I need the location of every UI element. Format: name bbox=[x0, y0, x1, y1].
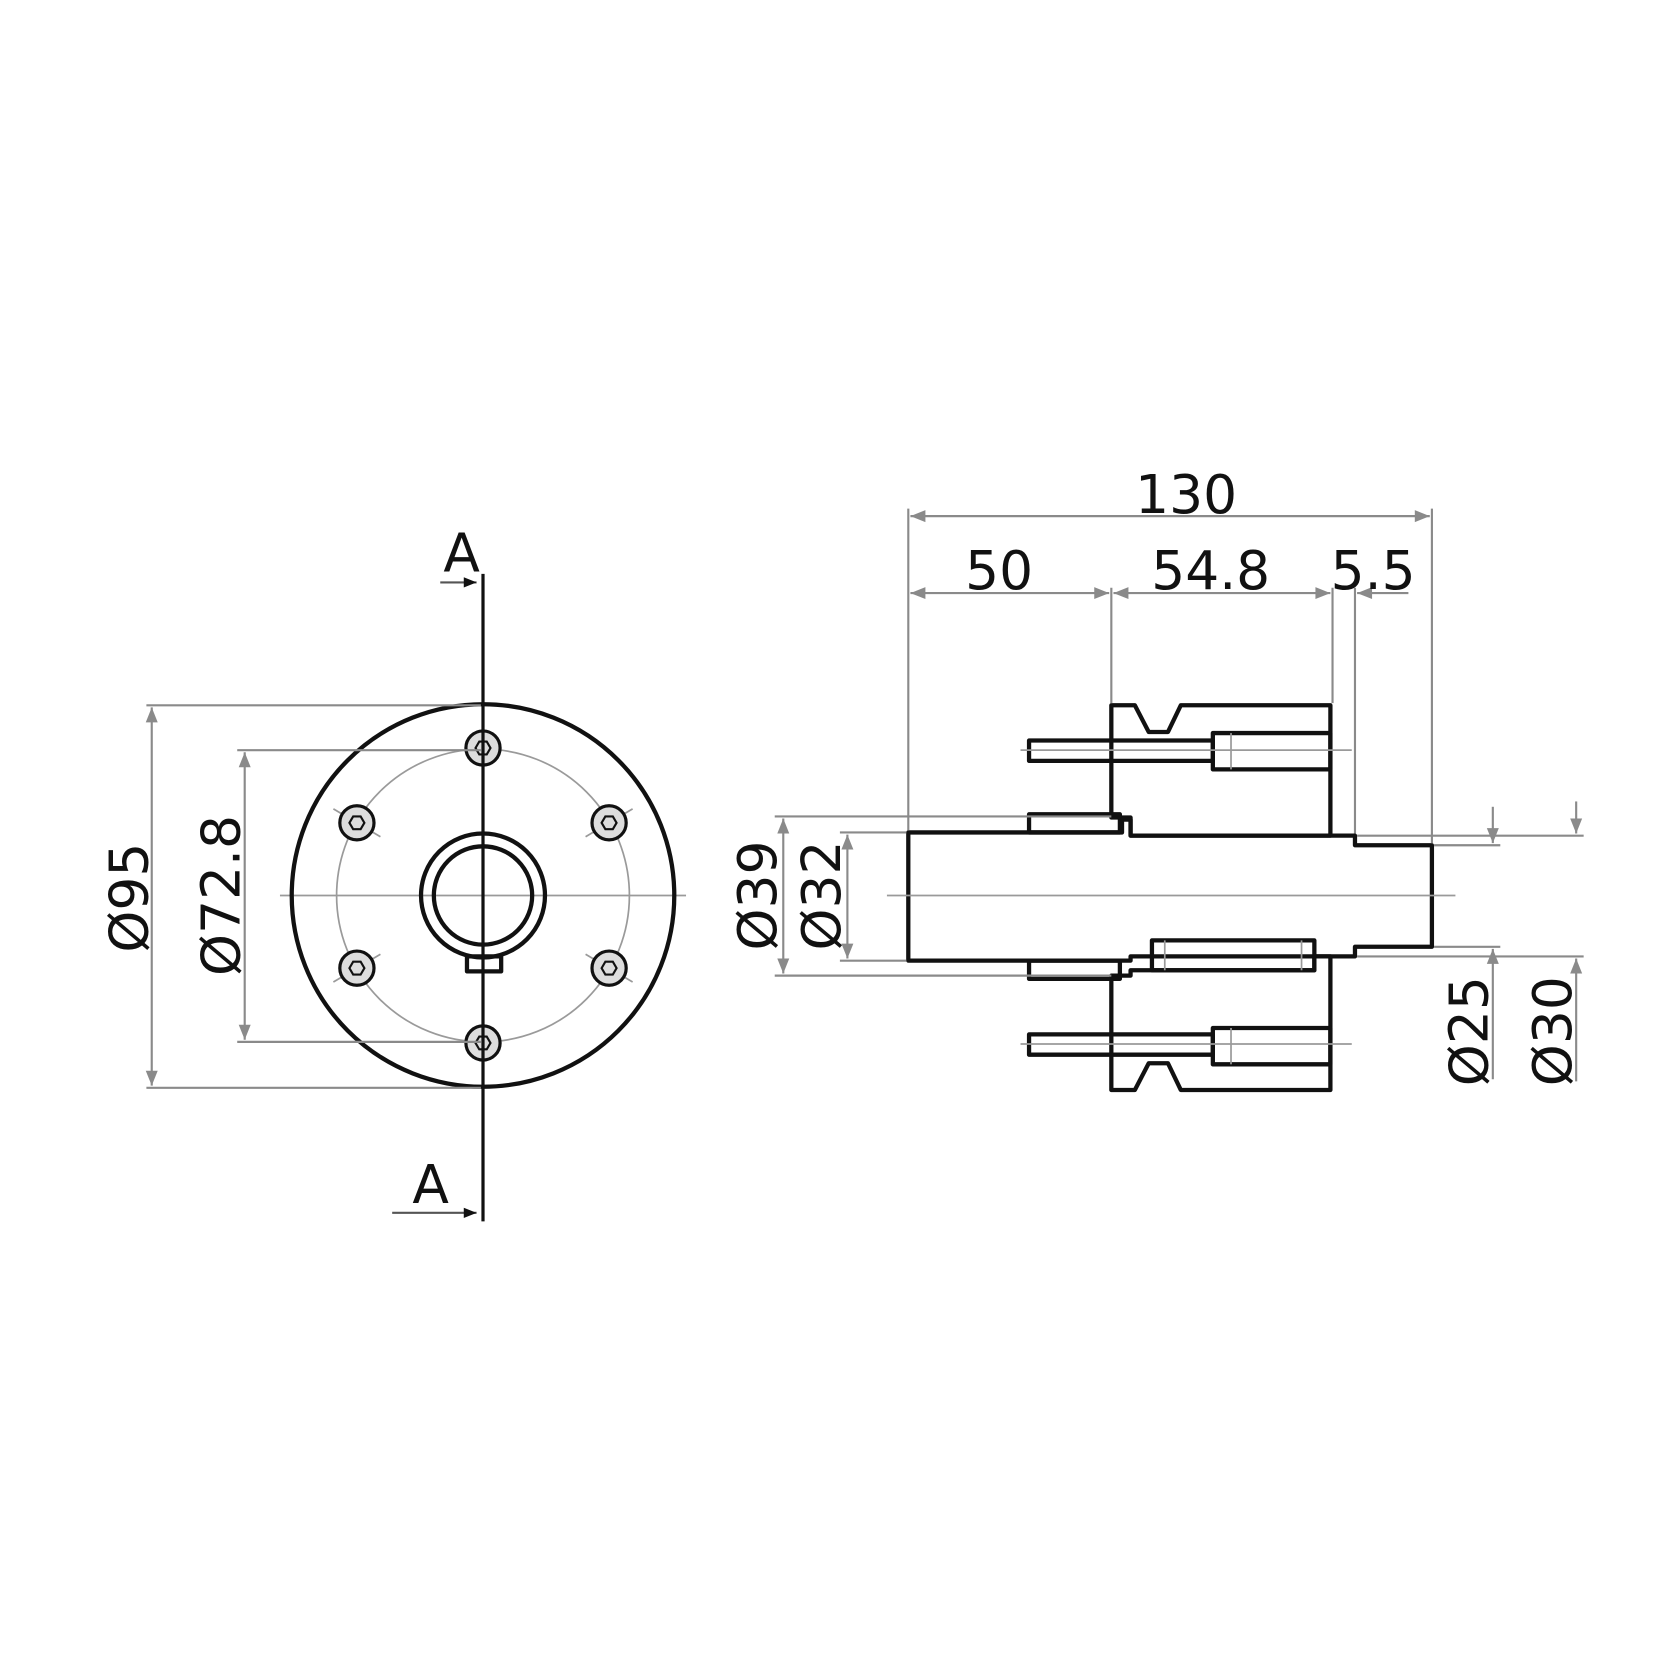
dim-shaft-left: 50 bbox=[965, 539, 1033, 602]
section-view: 130 50 54.8 5.5 Ø39 Ø32 Ø25 Ø30 bbox=[726, 463, 1584, 1093]
dim-bolt-circle: Ø72.8 bbox=[189, 815, 252, 976]
dim-total-length: 130 bbox=[1135, 463, 1237, 526]
front-view: A A Ø95 Ø72.8 bbox=[97, 522, 687, 1222]
dim-step: 5.5 bbox=[1331, 539, 1416, 602]
bolt-icon bbox=[332, 804, 381, 842]
dim-outer-diameter: Ø95 bbox=[97, 843, 160, 953]
pulley-lower bbox=[1109, 954, 1333, 1093]
dim-d25: Ø25 bbox=[1437, 976, 1500, 1086]
dim-d39: Ø39 bbox=[726, 840, 789, 950]
dim-d30: Ø30 bbox=[1521, 976, 1584, 1086]
key bbox=[1149, 938, 1317, 973]
bolt-icon bbox=[585, 949, 634, 987]
dim-pulley-length: 54.8 bbox=[1151, 539, 1270, 602]
section-label-top: A bbox=[443, 522, 480, 585]
bolt-icon bbox=[332, 949, 381, 987]
section-label-bottom: A bbox=[412, 1153, 449, 1216]
bolt-icon bbox=[585, 804, 634, 842]
dim-d32: Ø32 bbox=[790, 840, 853, 950]
